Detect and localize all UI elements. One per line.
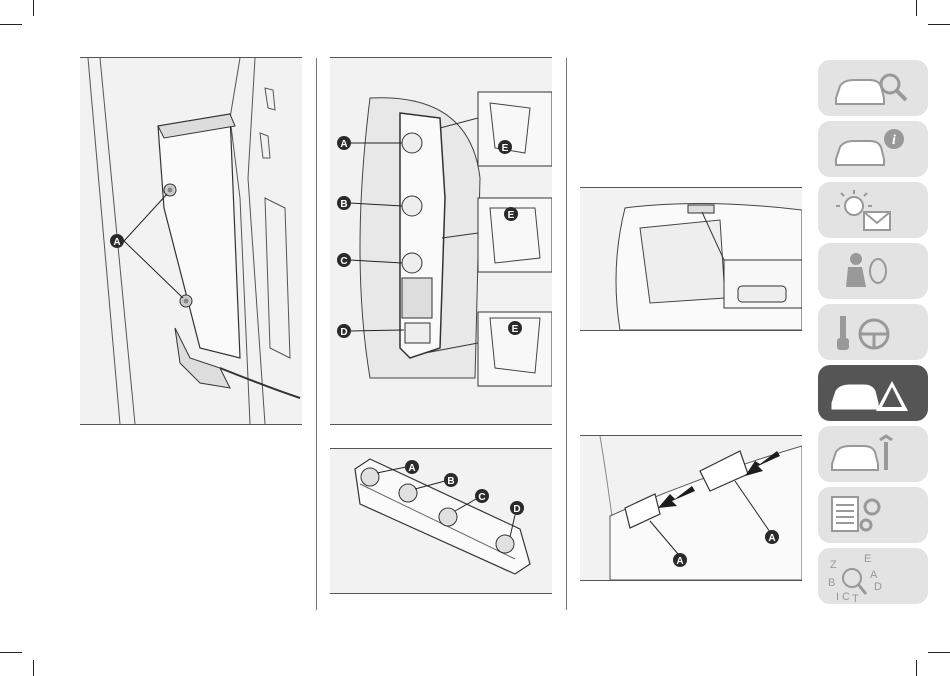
crop-mark <box>916 660 917 676</box>
column-divider <box>566 58 567 610</box>
crop-mark <box>33 660 34 676</box>
callout-d: D <box>337 324 351 338</box>
crop-mark <box>0 652 22 653</box>
svg-text:T: T <box>852 593 859 604</box>
crop-mark <box>33 0 34 16</box>
callout-b: B <box>444 473 458 487</box>
callout-a: A <box>337 136 351 150</box>
car-info-icon: i <box>818 121 928 177</box>
svg-text:i: i <box>892 133 896 148</box>
car-wrench-icon <box>818 426 928 482</box>
crop-mark <box>928 24 950 25</box>
svg-text:Z: Z <box>830 559 837 571</box>
car-warning-triangle-icon <box>818 365 928 421</box>
document-gears-icon <box>818 487 928 543</box>
callout-d: D <box>510 501 524 515</box>
tab-servicing[interactable] <box>818 426 928 482</box>
tab-technical-data[interactable] <box>818 487 928 543</box>
tab-starting-driving[interactable] <box>818 304 928 360</box>
svg-text:B: B <box>828 577 835 589</box>
airbag-person-icon <box>818 243 928 299</box>
figure-third-brake-light <box>580 187 802 331</box>
tab-in-an-emergency[interactable] <box>818 365 928 421</box>
figure-rear-cluster-screws: A <box>80 57 302 425</box>
light-message-icon <box>818 182 928 238</box>
svg-text:E: E <box>508 210 515 221</box>
svg-text:D: D <box>874 581 882 593</box>
svg-text:A: A <box>113 237 120 248</box>
figure-number-plate-lights: A A <box>580 435 802 581</box>
callout-c: C <box>337 253 351 267</box>
tab-knowing-the-car[interactable] <box>818 60 928 116</box>
callout-a: A <box>765 530 779 544</box>
callout-c: C <box>475 489 489 503</box>
svg-text:B: B <box>340 199 347 210</box>
crop-mark <box>928 652 950 653</box>
key-steering-wheel-icon <box>818 304 928 360</box>
callout-b: B <box>337 196 351 210</box>
svg-text:C: C <box>842 591 850 603</box>
callout-a: A <box>405 460 419 474</box>
svg-text:E: E <box>864 553 871 565</box>
tab-warning-lights[interactable] <box>818 182 928 238</box>
svg-text:D: D <box>340 327 347 338</box>
svg-text:E: E <box>502 143 509 154</box>
svg-text:C: C <box>478 492 485 503</box>
tab-safety[interactable]: i <box>818 121 928 177</box>
callout-a: A <box>673 553 687 567</box>
svg-text:A: A <box>870 569 878 581</box>
svg-text:A: A <box>408 463 415 474</box>
column-divider <box>316 58 317 610</box>
crop-mark <box>916 0 917 16</box>
svg-text:D: D <box>513 504 520 515</box>
callout-a: A <box>110 234 124 248</box>
svg-text:E: E <box>512 324 519 335</box>
callout-e: E <box>508 321 522 335</box>
svg-text:A: A <box>676 556 683 567</box>
svg-text:A: A <box>340 139 347 150</box>
svg-text:A: A <box>768 533 775 544</box>
callout-e: E <box>504 207 518 221</box>
figure-bulb-holder: A B C D <box>330 448 552 594</box>
callout-e: E <box>498 140 512 154</box>
crop-mark <box>0 24 22 25</box>
svg-text:B: B <box>447 476 454 487</box>
svg-text:I: I <box>836 591 839 603</box>
tab-passive-safety[interactable] <box>818 243 928 299</box>
figure-rear-cluster-bulbs: A B C D E E E <box>330 57 552 425</box>
car-magnifier-icon <box>818 60 928 116</box>
svg-text:C: C <box>340 256 347 267</box>
